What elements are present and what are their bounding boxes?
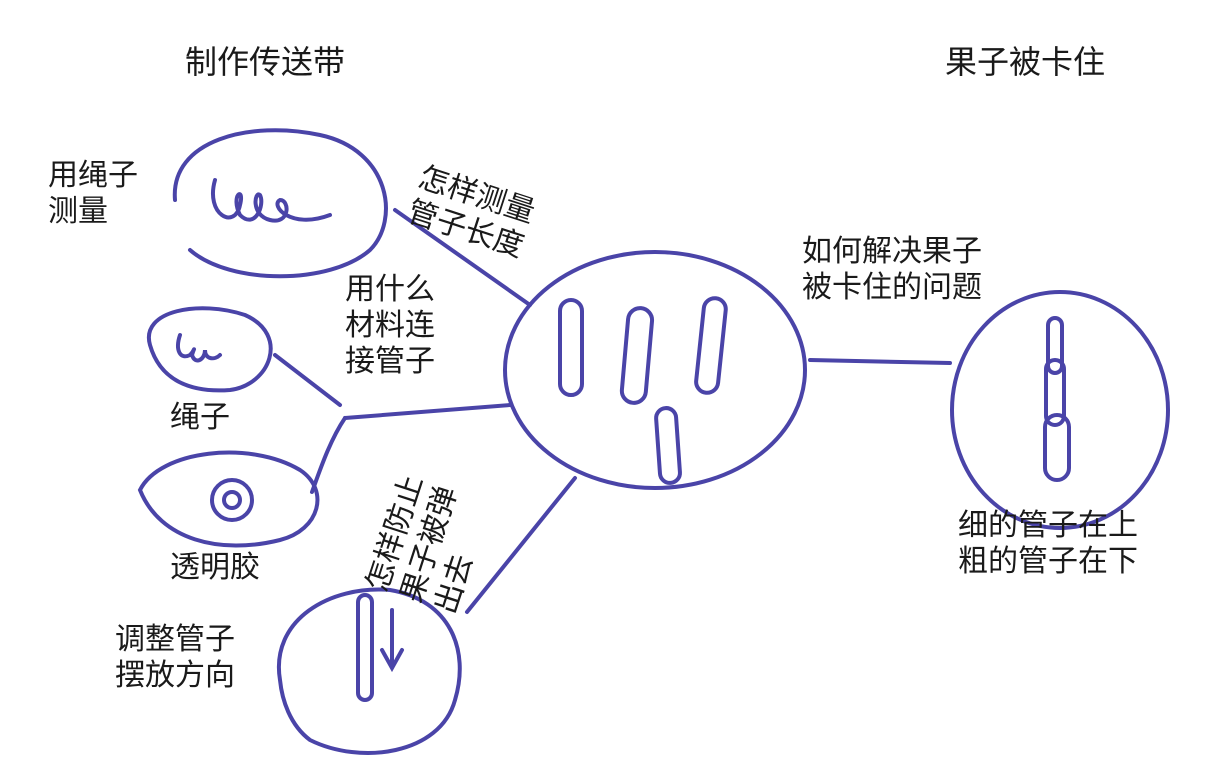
tape-ellipse — [137, 450, 320, 548]
rope-circle — [146, 306, 273, 393]
node-tape: 透明胶 — [170, 550, 260, 585]
node-thin-thick: 细的管子在上 粗的管子在下 — [958, 508, 1138, 579]
title-fruit-stuck: 果子被卡住 — [945, 43, 1106, 81]
squiggle-icon — [211, 178, 332, 223]
tape-roll-icon — [210, 478, 254, 522]
title-make-conveyor: 制作传送带 — [185, 43, 346, 81]
center-node — [503, 250, 807, 490]
solution-circle — [950, 290, 1170, 530]
direction-tubes-icon — [356, 593, 404, 702]
node-adjust-direction: 调整管子 摆放方向 — [115, 622, 235, 693]
question-solve-stuck: 如何解决果子 被卡住的问题 — [802, 234, 982, 305]
question-connect-material: 用什么 材料连 接管子 — [345, 272, 435, 379]
rope-squiggle-icon — [176, 333, 222, 363]
direction-circle — [276, 587, 462, 755]
node-measure-rope: 用绳子 测量 — [48, 158, 138, 229]
rope-measure-circle — [172, 128, 388, 279]
stacked-tubes-icon — [1043, 316, 1071, 482]
node-rope: 绳子 — [170, 400, 230, 435]
tube-icons — [558, 296, 728, 485]
